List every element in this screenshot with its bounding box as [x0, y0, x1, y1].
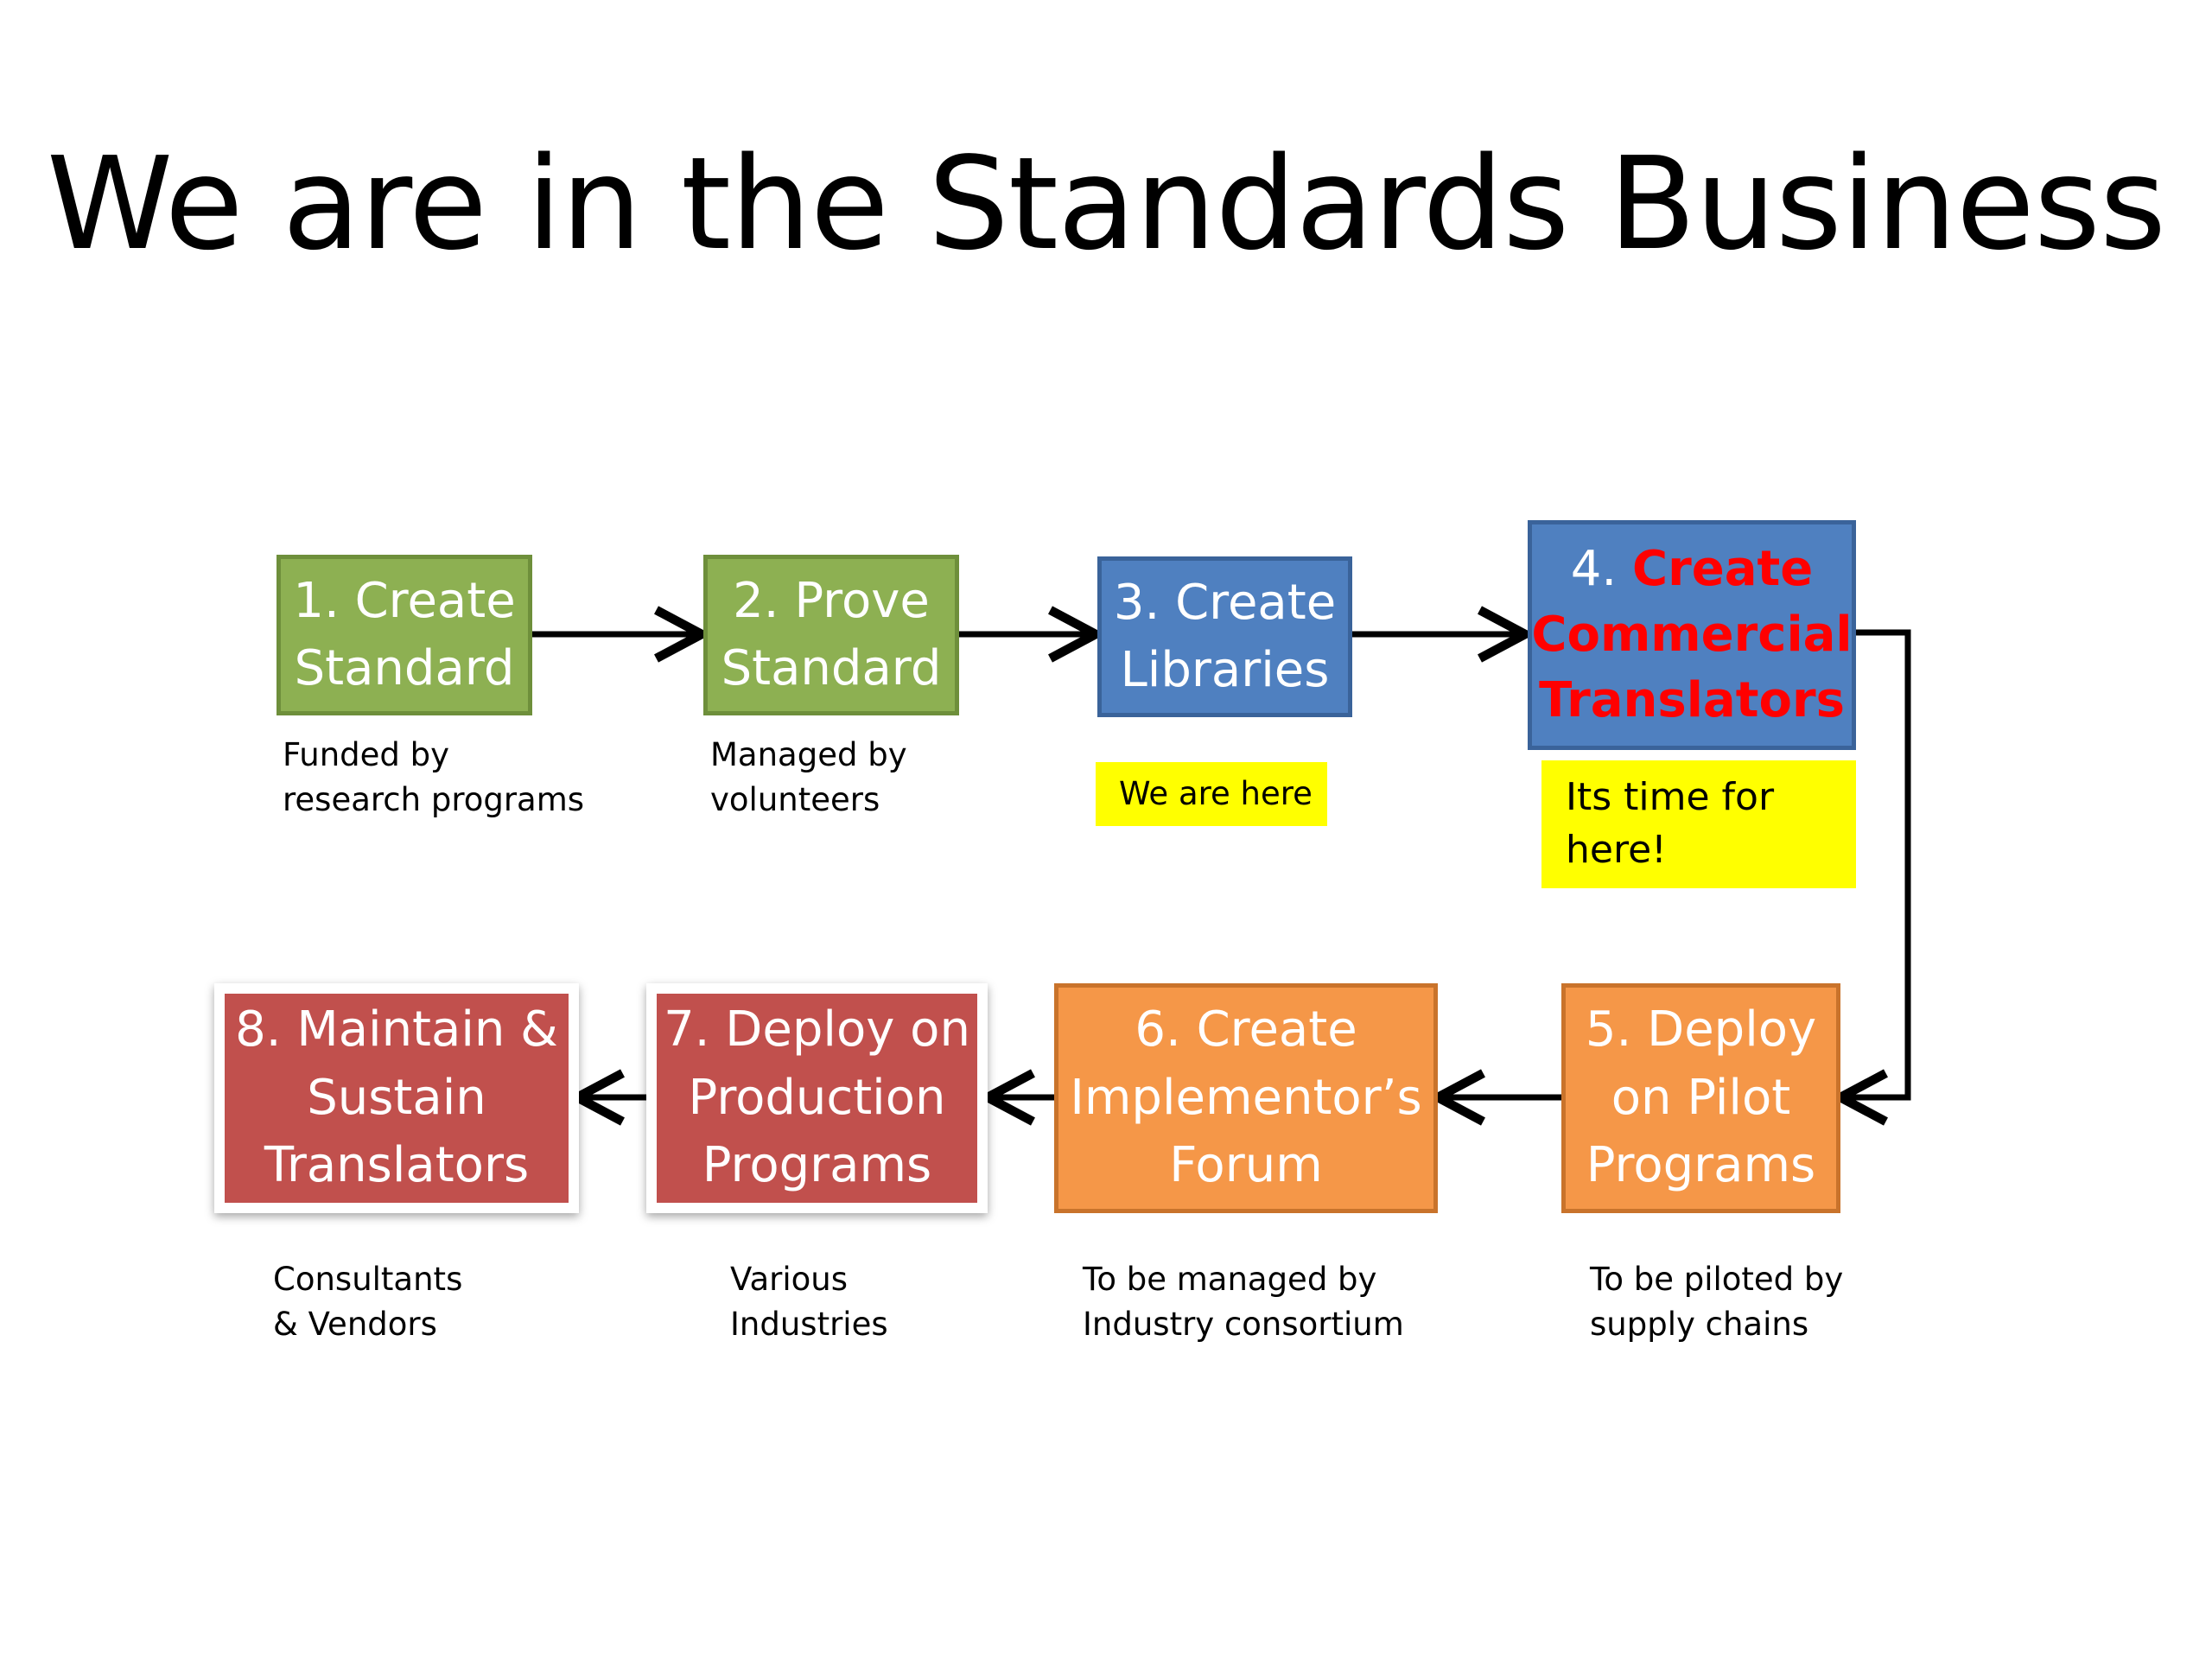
step-8-caption: Consultants & Vendors	[273, 1257, 462, 1347]
step-1-create-standard: 1. Create Standard	[276, 555, 532, 715]
step-8-maintain-sustain-translators: 8. Maintain & Sustain Translators	[214, 983, 579, 1213]
step-8-caption-line-1: Consultants	[273, 1261, 463, 1298]
step-2-line-2: Standard	[721, 640, 942, 696]
step-8-line-1: 8. Maintain &	[235, 1001, 558, 1058]
step-2-caption-line-1: Managed by	[710, 736, 907, 773]
step-8-line-3: Translators	[264, 1137, 530, 1194]
step-5-line-3: Programs	[1586, 1137, 1816, 1194]
step-6-caption-line-1: To be managed by	[1083, 1261, 1377, 1298]
step-4-line-1: 4. Create	[1571, 537, 1813, 602]
step-1-caption: Funded by research programs	[283, 733, 584, 823]
step-2-line-1: 2. Prove	[733, 572, 930, 629]
its-time-note: Its time for here!	[1541, 760, 1856, 888]
step-7-line-1: 7. Deploy on	[664, 1001, 970, 1058]
step-5-caption-line-1: To be piloted by	[1590, 1261, 1844, 1298]
we-are-here-note: We are here	[1096, 762, 1327, 826]
step-4-number: 4.	[1570, 540, 1618, 597]
step-1-line-2: Standard	[294, 640, 515, 696]
its-time-line-2: here!	[1566, 828, 1667, 872]
step-7-line-2: Production	[688, 1069, 946, 1126]
step-3-line-1: 3. Create	[1113, 574, 1337, 631]
step-5-caption: To be piloted by supply chains	[1590, 1257, 1843, 1347]
step-5-caption-line-2: supply chains	[1590, 1305, 1809, 1343]
step-7-caption-line-1: Various	[730, 1261, 848, 1298]
step-8-caption-line-2: & Vendors	[273, 1305, 437, 1343]
step-7-line-3: Programs	[702, 1137, 932, 1194]
step-5-deploy-pilot-programs: 5. Deploy on Pilot Programs	[1561, 983, 1840, 1213]
step-4-accent-line-1: Create	[1632, 540, 1814, 597]
step-5-line-1: 5. Deploy	[1585, 1001, 1817, 1058]
arrow-4-to-5	[1840, 629, 1911, 1097]
step-7-caption-line-2: Industries	[730, 1305, 888, 1343]
step-8-line-2: Sustain	[307, 1069, 486, 1126]
step-1-caption-line-2: research programs	[283, 780, 585, 818]
step-3-line-2: Libraries	[1120, 642, 1330, 698]
step-4-accent-line-2: Commercial	[1531, 606, 1853, 663]
we-are-here-text: We are here	[1119, 775, 1313, 812]
step-2-prove-standard: 2. Prove Standard	[703, 555, 959, 715]
step-7-deploy-production-programs: 7. Deploy on Production Programs	[646, 983, 988, 1213]
step-1-line-1: 1. Create	[293, 572, 516, 629]
step-6-create-implementors-forum: 6. Create Implementor’s Forum	[1054, 983, 1438, 1213]
step-2-caption: Managed by volunteers	[710, 733, 907, 823]
step-1-caption-line-1: Funded by	[283, 736, 450, 773]
step-6-line-1: 6. Create	[1135, 1001, 1357, 1058]
step-6-line-3: Forum	[1169, 1137, 1323, 1194]
step-5-line-2: on Pilot	[1611, 1069, 1791, 1126]
step-6-caption-line-2: Industry consortium	[1083, 1305, 1404, 1343]
its-time-line-1: Its time for	[1566, 775, 1775, 819]
slide-title: We are in the Standards Business	[46, 130, 2166, 278]
step-4-create-commercial-translators: 4. Create Commercial Translators	[1528, 520, 1856, 750]
step-7-caption: Various Industries	[730, 1257, 888, 1347]
step-2-caption-line-2: volunteers	[710, 780, 880, 818]
step-6-caption: To be managed by Industry consortium	[1083, 1257, 1404, 1347]
step-3-create-libraries: 3. Create Libraries	[1097, 556, 1352, 717]
step-4-accent-line-3: Translators	[1539, 672, 1845, 729]
step-6-line-2: Implementor’s	[1070, 1069, 1422, 1126]
